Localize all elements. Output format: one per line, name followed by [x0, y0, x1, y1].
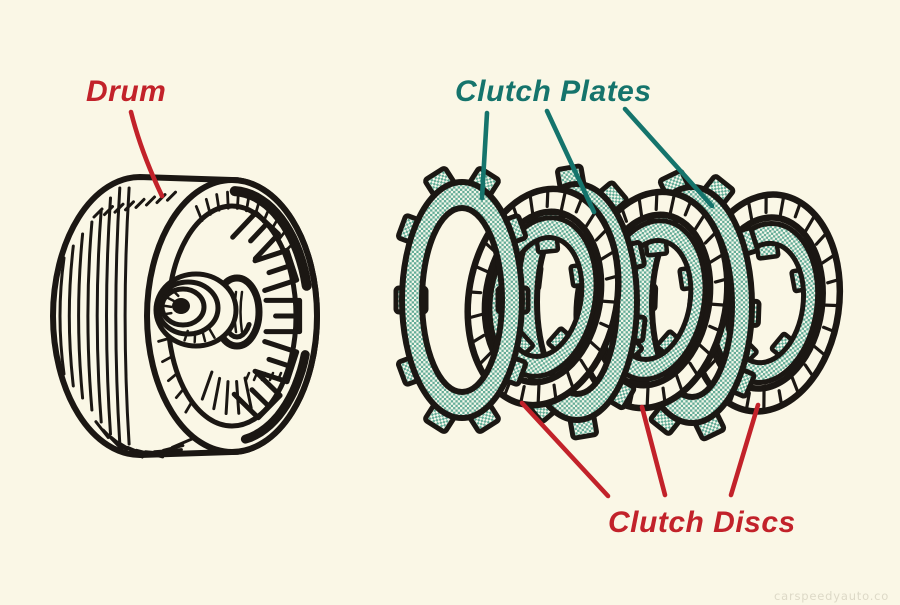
drum-illustration: [50, 174, 320, 459]
clutch-discs-label: Clutch Discs: [608, 506, 796, 539]
clutch-pack-illustration: [393, 163, 844, 442]
watermark: carspeedyauto.co: [774, 589, 889, 603]
leader-lines: [128, 106, 761, 499]
leader-line-plate-1: [479, 110, 490, 201]
leader-line-plate-2: [544, 108, 597, 215]
drum-body: [50, 174, 320, 459]
clutch-plates-label: Clutch Plates: [455, 75, 652, 108]
leader-line-disc-2: [639, 404, 668, 498]
clutch-plate-illustration: [393, 166, 531, 434]
leader-line-plate-3: [622, 106, 715, 209]
leader-line-disc-3: [728, 402, 761, 498]
leader-line-disc-1: [519, 400, 611, 499]
drum-label: Drum: [86, 75, 166, 108]
leader-line-drum: [128, 109, 165, 199]
